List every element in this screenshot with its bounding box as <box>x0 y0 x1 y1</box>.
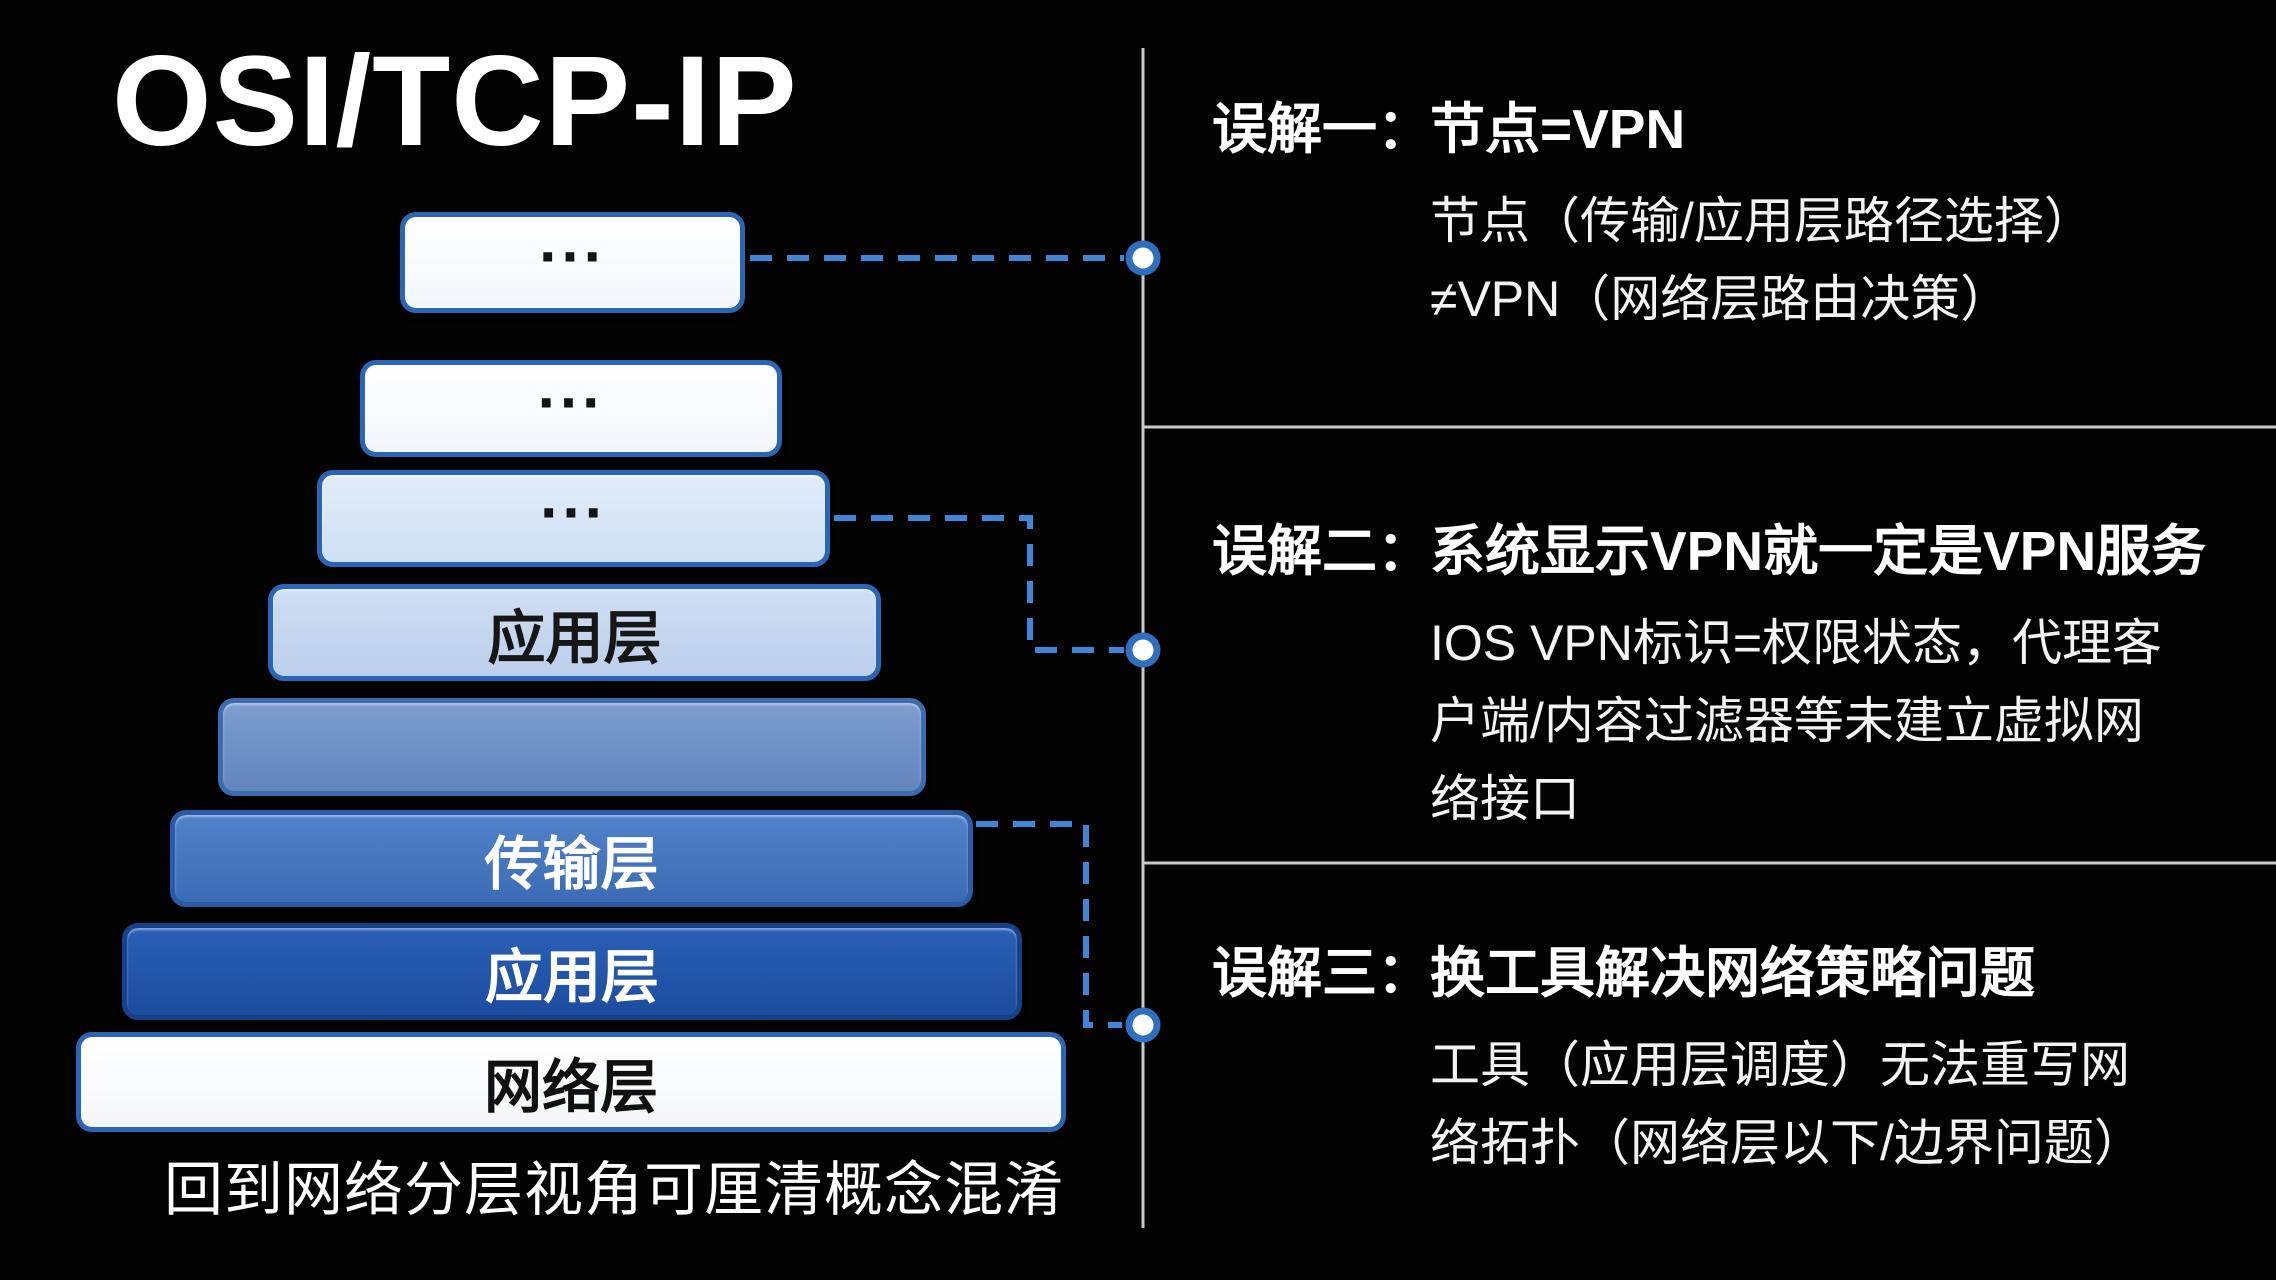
layer-label: ... <box>540 462 607 532</box>
section-label: 误解三： <box>1212 942 1433 1004</box>
page-title: OSI/TCP-IP <box>112 30 798 173</box>
pyramid-caption: 回到网络分层视角可厘清概念混淆 <box>164 1157 1065 1223</box>
section-body-line: IOS VPN标识=权限状态，代理客 <box>1430 615 2163 671</box>
pyramid-layer-top-ellipsis: ... <box>400 207 745 313</box>
section-body: IOS VPN标识=权限状态，代理客 户端/内容过滤器等未建立虚拟网 络接口 <box>1430 604 2206 838</box>
layer-label: ... <box>539 206 606 276</box>
misconception-section-1: 误解一：节点=VPN 节点（传输/应用层路径选择） ≠VPN（网络层路由决策） <box>1212 94 2094 338</box>
connector-dot-2 <box>1125 632 1161 668</box>
layer-label: 应用层 <box>487 605 662 671</box>
pyramid-layer-network: 网络层 <box>76 1032 1066 1132</box>
pyramid-layer-application-upper: 应用层 <box>268 584 881 681</box>
section-body-line: 络拓扑（网络层以下/边界问题） <box>1430 1115 2144 1171</box>
section-body-line: 户端/内容过滤器等未建立虚拟网 <box>1430 693 2144 749</box>
pyramid-layer-ellipsis-3: ... <box>317 463 830 567</box>
misconception-section-2: 误解二：系统显示VPN就一定是VPN服务 IOS VPN标识=权限状态，代理客 … <box>1212 516 2206 838</box>
section-body: 工具（应用层调度）无法重写网 络拓扑（网络层以下/边界问题） <box>1430 1026 2144 1182</box>
pyramid-layer-ellipsis-2: ... <box>360 353 782 457</box>
layer-label: ... <box>537 352 605 422</box>
layer-label: 应用层 <box>484 944 659 1010</box>
section-body: 节点（传输/应用层路径选择） ≠VPN（网络层路由决策） <box>1430 182 2094 338</box>
section-label: 误解二： <box>1212 520 1433 582</box>
section-body-line: 节点（传输/应用层路径选择） <box>1430 193 2094 249</box>
connector-dot-1 <box>1125 240 1161 276</box>
section-heading: 误解一：节点=VPN <box>1212 94 2094 164</box>
pyramid-layer-application-lower: 应用层 <box>122 923 1022 1020</box>
misconception-section-3: 误解三：换工具解决网络策略问题 工具（应用层调度）无法重写网 络拓扑（网络层以下… <box>1212 938 2144 1182</box>
section-body-line: 络接口 <box>1430 771 1580 827</box>
connector-dot-3 <box>1125 1007 1161 1043</box>
section-label: 误解一： <box>1212 98 1433 160</box>
section-heading: 误解三：换工具解决网络策略问题 <box>1212 938 2144 1008</box>
layer-label: 传输层 <box>484 831 659 897</box>
section-heading: 误解二：系统显示VPN就一定是VPN服务 <box>1212 516 2206 586</box>
pyramid-layer-transport: 传输层 <box>170 810 973 907</box>
section-title: 系统显示VPN就一定是VPN服务 <box>1430 520 2207 582</box>
section-title: 节点=VPN <box>1430 98 1686 160</box>
pyramid-layer-blank <box>218 698 926 796</box>
section-body-line: 工具（应用层调度）无法重写网 <box>1430 1037 2130 1093</box>
layer-label: 网络层 <box>483 1055 658 1120</box>
section-body-line: ≠VPN（网络层路由决策） <box>1430 271 2011 327</box>
section-title: 换工具解决网络策略问题 <box>1430 942 2036 1004</box>
